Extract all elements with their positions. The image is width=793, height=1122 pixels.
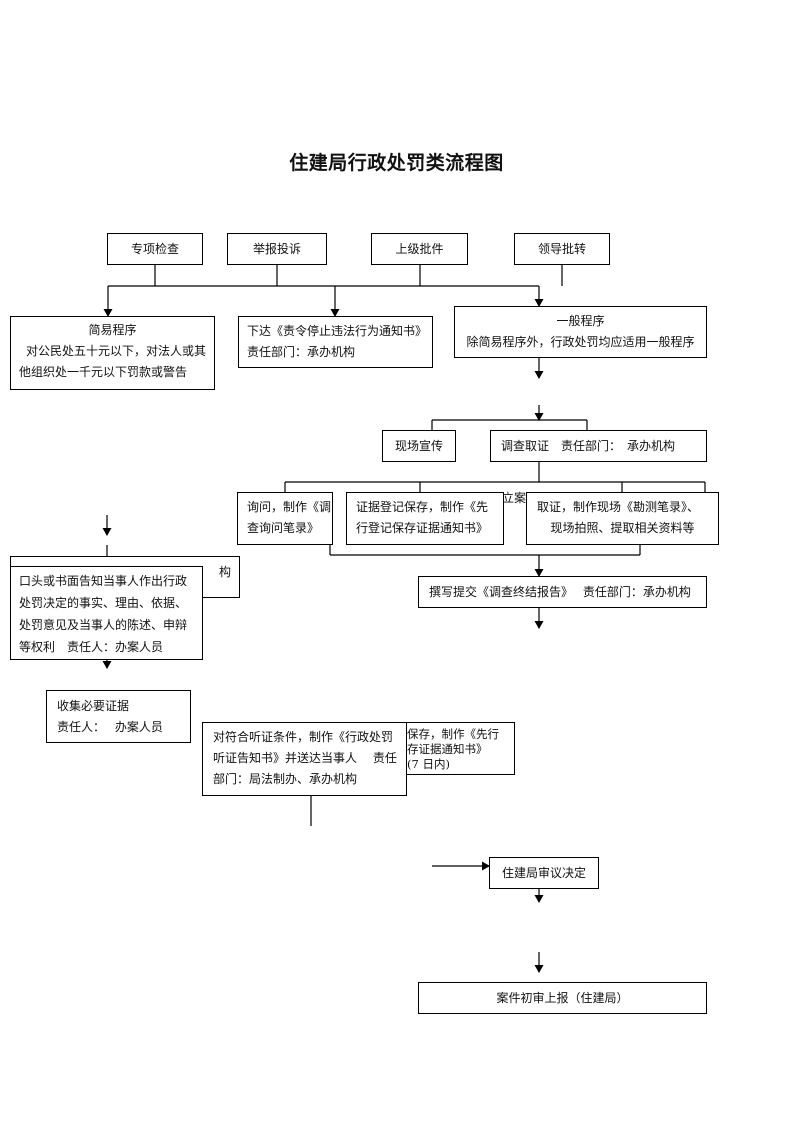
general-procedure-line1: 除简易程序外，行政处罚均应适用一般程序	[466, 335, 695, 349]
review-decision-label: 住建局审议决定	[501, 865, 586, 880]
case-submission-box: 案件初审上报（住建局）	[418, 982, 707, 1014]
stop-order-line2: 责任部门：承办机构	[247, 345, 356, 359]
simple-procedure-line2: 他组织处一千元以下罚款或警告	[19, 365, 188, 379]
source-leader-label: 领导批转	[537, 241, 586, 256]
source-inspection-label: 专项检查	[130, 241, 179, 256]
page-title: 住建局行政处罚类流程图	[289, 152, 504, 174]
collect-evidence-line2: 责任人： 办案人员	[57, 720, 163, 734]
source-superior-box: 上级批件	[371, 233, 468, 265]
hearing-line3: 部门：局法制办、承办机构	[213, 772, 358, 786]
inquiry-box: 询问，制作《调 查询问笔录》	[237, 492, 333, 545]
stop-order-box: 下达《责令停止违法行为通知书》 责任部门：承办机构	[238, 316, 433, 368]
inquiry-line2: 查询问笔录》	[247, 521, 320, 535]
case-filing-fragment: 立案	[502, 490, 527, 506]
investigation-box: 调查取证 责任部门： 承办机构	[490, 430, 707, 462]
evidence-preservation-box: 证据登记保存，制作《先 行登记保存证据通知书》	[346, 492, 504, 545]
notify-line2: 处罚决定的事实、理由、依据、	[19, 596, 188, 610]
site-survey-line1: 取证，制作现场《勘测笔录》、	[537, 500, 700, 514]
site-survey-box: 取证，制作现场《勘测笔录》、 现场拍照、提取相关资料等	[526, 492, 719, 545]
publicity-label: 现场宣传	[394, 438, 443, 453]
simple-procedure-box: 简易程序 对公民处五十元以下，对法人或其 他组织处一千元以下罚款或警告	[10, 316, 215, 390]
notify-line1: 口头或书面告知当事人作出行政	[19, 574, 188, 588]
source-report-box: 举报投诉	[227, 233, 327, 265]
collect-evidence-line1: 收集必要证据	[57, 699, 130, 713]
stop-order-line1: 下达《责令停止违法行为通知书》	[247, 324, 428, 338]
investigation-label: 调查取证 责任部门： 承办机构	[501, 439, 676, 453]
final-report-label: 撰写提交《调查终结报告》 责任部门：承办机构	[429, 585, 691, 599]
source-superior-label: 上级批件	[395, 241, 444, 256]
inquiry-line1: 询问，制作《调	[247, 500, 332, 514]
final-report-box: 撰写提交《调查终结报告》 责任部门：承办机构	[418, 576, 707, 608]
evidence-preservation-line1: 证据登记保存，制作《先	[356, 500, 489, 514]
case-submission-label: 案件初审上报（住建局）	[496, 990, 629, 1005]
publicity-box: 现场宣传	[382, 430, 456, 462]
hidden-keep-line2: 存证据通知书》	[407, 742, 488, 756]
review-decision-box: 住建局审议决定	[489, 857, 599, 889]
notify-party-box: 口头或书面告知当事人作出行政 处罚决定的事实、理由、依据、 处罚意见及当事人的陈…	[10, 566, 203, 660]
source-report-label: 举报投诉	[252, 241, 301, 256]
site-survey-line2: 现场拍照、提取相关资料等	[550, 521, 695, 535]
notify-line3: 处罚意见及当事人的陈述、申辩	[19, 618, 188, 632]
notify-line4: 等权利 责任人：办案人员	[19, 640, 164, 654]
source-inspection-box: 专项检查	[107, 233, 203, 265]
hearing-line2: 听证告知书》并送达当事人 责任	[213, 751, 397, 765]
hidden-keep-line3: (7 日内)	[407, 757, 450, 771]
general-procedure-heading: 一般程序	[556, 314, 605, 328]
hidden-org-fragment: 构	[218, 565, 231, 579]
evidence-preservation-line2: 行登记保存证据通知书》	[356, 521, 489, 535]
collect-evidence-box: 收集必要证据 责任人： 办案人员	[46, 690, 191, 743]
hearing-line1: 对符合听证条件，制作《行政处罚	[213, 730, 394, 744]
hidden-keep-line1: 保存，制作《先行	[407, 727, 499, 741]
source-leader-box: 领导批转	[514, 233, 610, 265]
simple-procedure-line1: 对公民处五十元以下，对法人或其	[25, 344, 206, 358]
hearing-notice-box: 对符合听证条件，制作《行政处罚 听证告知书》并送达当事人 责任 部门：局法制办、…	[202, 722, 407, 796]
general-procedure-box: 一般程序 除简易程序外，行政处罚均应适用一般程序	[454, 306, 707, 358]
simple-procedure-heading: 简易程序	[88, 323, 137, 337]
